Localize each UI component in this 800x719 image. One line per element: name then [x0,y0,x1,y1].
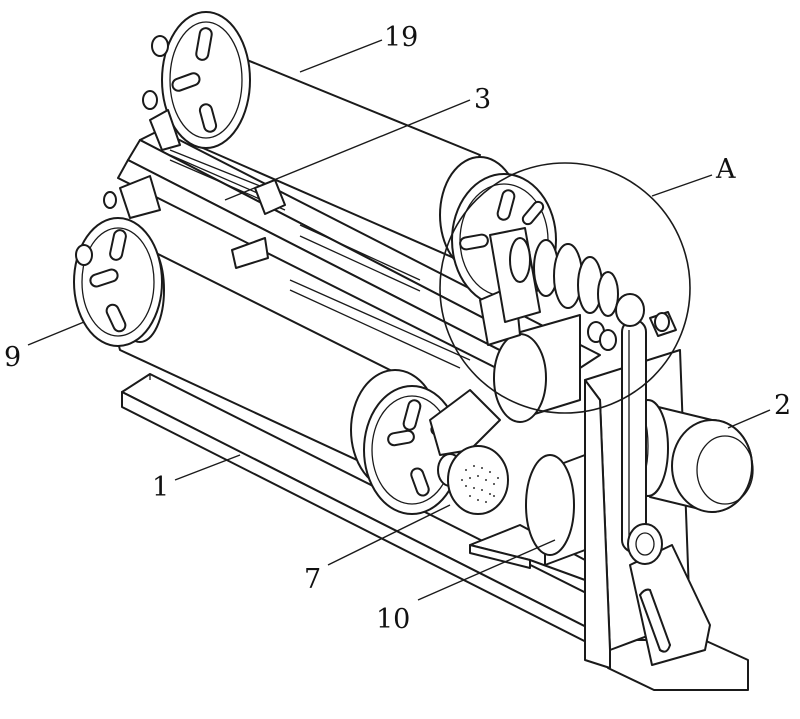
label-3: 3 [474,84,491,115]
upper-left-wheel [142,11,251,151]
lower-drive-cylinder [525,454,586,566]
label-19: 19 [384,22,418,53]
label-9: 9 [4,342,21,373]
part-labels: 19 3 A 9 2 1 7 10 [4,22,791,635]
base-plate [121,373,641,656]
label-7: 7 [304,564,321,595]
leader-lines [27,39,771,601]
bracket-and-knob [429,389,509,515]
label-a: A [715,154,736,185]
label-1: 1 [152,472,169,503]
label-2: 2 [774,390,791,421]
label-10: 10 [376,604,410,635]
detail-circle-a [439,162,691,414]
drive-belt [621,319,663,565]
lower-left-wheel [73,175,163,347]
shaft-assembly [489,227,677,351]
